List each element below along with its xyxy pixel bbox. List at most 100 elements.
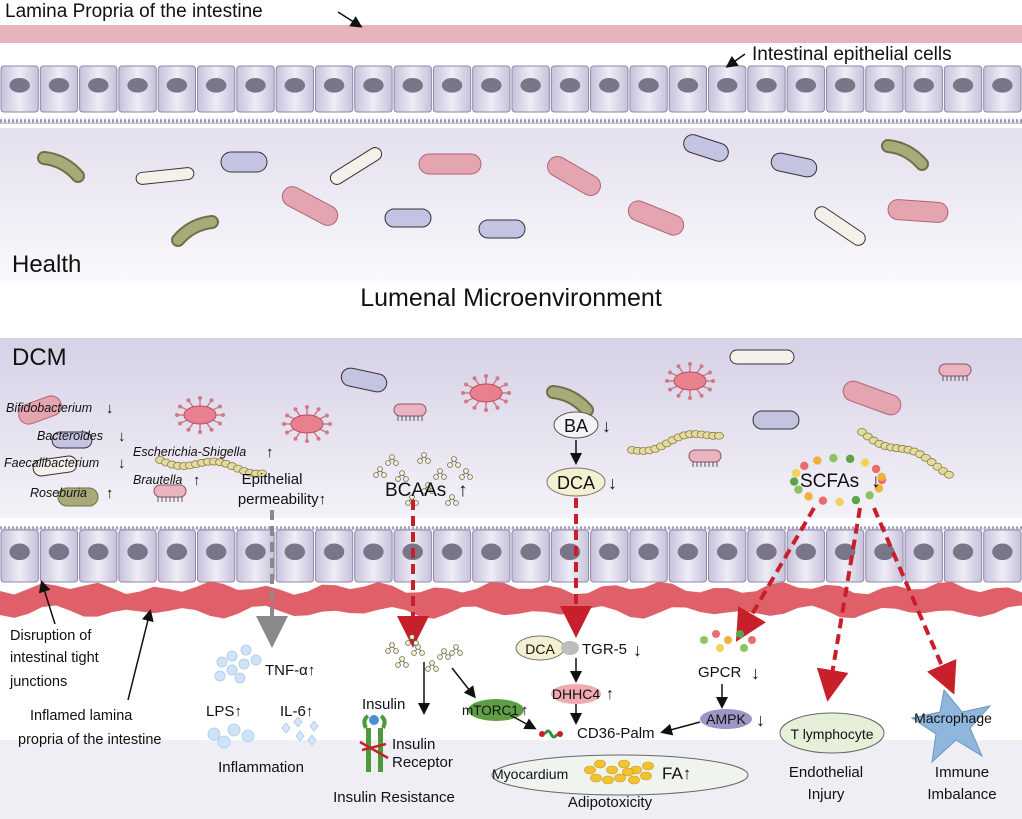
flagellum-tip (186, 398, 191, 403)
flagellum-tip (699, 393, 704, 398)
flagellum-tip (305, 439, 309, 443)
atom (405, 500, 411, 506)
scfa-dot (871, 464, 881, 474)
chain-segment (944, 470, 954, 479)
flagellum-tip (688, 396, 692, 400)
fa-droplet (584, 765, 596, 775)
atom (425, 458, 431, 464)
cell-nucleus (481, 77, 502, 93)
atom (429, 488, 435, 494)
flagellum-tip (217, 421, 222, 426)
scfa-dot (845, 454, 855, 464)
bacterium-spiky (469, 383, 503, 403)
atom (449, 494, 455, 500)
bcaa-mtorc1-arrow (451, 667, 476, 699)
macrophage-cell (910, 688, 992, 764)
bacteria-label-brautella: Brautella (133, 473, 182, 487)
atom (425, 666, 431, 672)
cell-nucleus (88, 543, 109, 561)
cytokine-particle (226, 664, 238, 676)
cytokine-particle (234, 672, 246, 684)
tgr5-label: TGR-5 (582, 641, 627, 658)
atom (433, 474, 439, 480)
health-bacteria (37, 134, 949, 247)
fa-droplet (622, 767, 634, 777)
bacterium-rod (887, 199, 949, 223)
inflamed-lamina-band (0, 581, 1022, 619)
flagellum-tip (178, 421, 183, 426)
atom (445, 500, 451, 506)
inflamed-line-1: Inflamed lamina (30, 708, 133, 724)
flagellum-tip (316, 407, 321, 412)
il6-particle (293, 716, 303, 728)
immune-line-1: Immune (935, 764, 989, 781)
cell-nucleus (638, 77, 659, 93)
scfa-dot (791, 469, 801, 478)
bacterium-rod (770, 152, 818, 178)
fa-droplets (584, 759, 654, 785)
flagellum-tip (209, 427, 214, 432)
cell-nucleus (245, 77, 266, 93)
microvilli (0, 118, 1022, 125)
bacterium-curved-fill (548, 387, 592, 415)
lps-particle (207, 727, 221, 741)
flagellum-tip (676, 393, 681, 398)
lumen-label: Lumenal Microenvironment (360, 284, 662, 312)
scfa-dot (789, 477, 799, 486)
inflammation-particles (207, 644, 319, 749)
flagellum-tip (707, 370, 712, 375)
fa-droplet (640, 771, 652, 781)
bacteria-arrow-escherichia: ↑ (266, 444, 274, 461)
fa-label: FA↑ (662, 764, 691, 783)
flagellum-tip (668, 370, 673, 375)
cell-nucleus (599, 543, 620, 561)
atom (449, 650, 455, 656)
bacteria-label-escherichia: Escherichia-Shigella (133, 445, 246, 459)
bacterium-grub (688, 449, 722, 463)
bacterium-curved-fill (39, 153, 83, 181)
bacterium-rod (547, 156, 601, 196)
atom (453, 644, 459, 650)
mtorc1-label: mTORC1 (462, 703, 519, 718)
bacterium-rod (18, 395, 62, 425)
cytokine-particle (214, 670, 226, 682)
bacterium-rod (752, 410, 800, 430)
gpcr-dots (700, 630, 756, 652)
bacterium-spiky (673, 371, 707, 391)
fa-droplet (606, 765, 618, 775)
bacterium-spiky (290, 414, 324, 434)
atom (421, 488, 427, 494)
atom (459, 474, 465, 480)
il6-particle (307, 734, 317, 746)
flagellum-tip (198, 430, 202, 434)
cd36-protein-icon (539, 729, 563, 739)
flagellum-tip (293, 436, 298, 441)
cytokine-particle (238, 658, 250, 670)
adipotoxicity-label: Adipotoxicity (568, 794, 653, 811)
atom (467, 474, 473, 480)
cell-nucleus (874, 77, 895, 93)
flagellum-tip (461, 391, 465, 395)
insulin-label: Insulin (362, 696, 405, 713)
mtorc1-cd36-arrow (509, 714, 537, 730)
flagellum-tip (699, 364, 704, 369)
flagellum-tip (178, 404, 183, 409)
inflamed-line-2: propria of the intestine (18, 732, 161, 748)
cell-nucleus (166, 77, 188, 93)
macrophage-label: Macrophage (914, 710, 992, 726)
flagellum-tip (285, 430, 290, 435)
scfa-gpcr-arrow (735, 506, 816, 642)
chain-segment (257, 469, 267, 478)
cell-nucleus (284, 77, 306, 93)
bacteria-arrow-bifidobacterium: ↓ (106, 400, 114, 417)
bacteria-arrow-roseburia: ↑ (106, 485, 114, 502)
atom (453, 500, 459, 506)
cell-nucleus (127, 77, 148, 93)
flagellum-tip (175, 413, 179, 417)
cell-nucleus (205, 77, 227, 93)
cell-nucleus (559, 77, 581, 93)
disruption-arrow (39, 580, 56, 625)
flagellum-tip (503, 382, 508, 387)
cytokine-particle (216, 656, 228, 668)
bacterium-rod (814, 206, 866, 246)
